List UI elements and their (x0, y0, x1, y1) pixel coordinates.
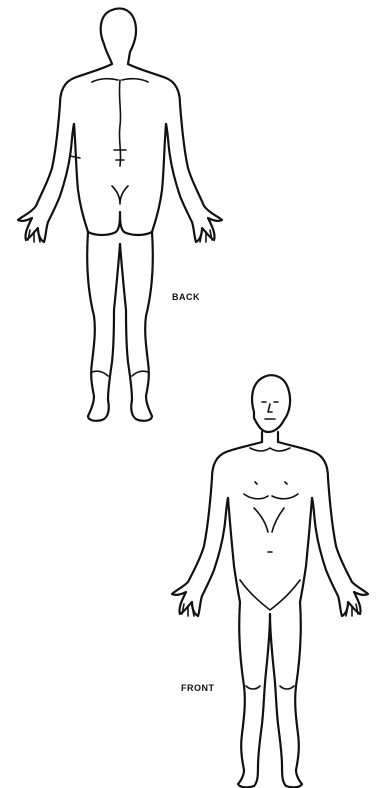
front-left-arm (172, 478, 228, 616)
front-abdomen (254, 508, 284, 532)
back-label: BACK (172, 292, 200, 302)
front-collarbone (250, 448, 290, 451)
front-left-torso (228, 498, 240, 602)
front-right-arm (312, 478, 368, 616)
front-chest-left (244, 494, 268, 499)
front-chest-right (272, 494, 298, 499)
front-left-shoulder (212, 442, 262, 478)
front-groin (240, 580, 300, 610)
front-head (252, 375, 290, 432)
front-neck (262, 432, 278, 442)
front-label: FRONT (181, 683, 215, 693)
front-left-leg (238, 602, 270, 787)
front-right-shoulder (278, 442, 328, 478)
front-nose (268, 404, 272, 412)
front-left-knee (246, 686, 260, 689)
front-right-leg (270, 602, 302, 787)
front-right-torso (300, 498, 312, 602)
front-nipples (255, 482, 287, 484)
front-right-knee (280, 686, 294, 689)
